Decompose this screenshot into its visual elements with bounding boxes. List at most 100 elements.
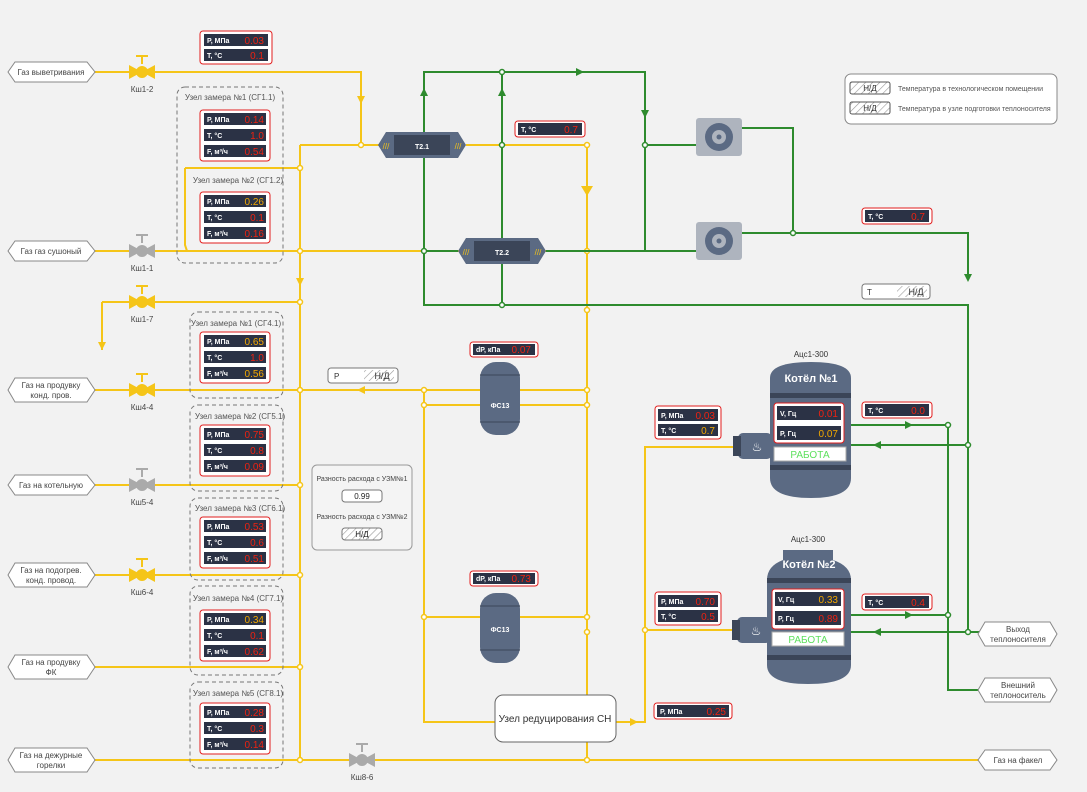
water-arrows [420, 68, 972, 636]
param-label: T, °C [207, 447, 222, 455]
param-label: F, м³/ч [207, 464, 228, 471]
reducer-label: Узел редуцирования СН [499, 714, 612, 725]
param-value: 0.1 [250, 51, 264, 62]
valve-label: Кш6-4 [131, 588, 154, 597]
group-sg81[interactable]: Узел замера №5 (СГ8.1) P, МПа 0.28 T, °C… [193, 689, 284, 755]
param-label: F, м³/ч [207, 742, 228, 749]
param-value: 0.33 [819, 595, 839, 606]
source-label: Газ выветривания [18, 68, 85, 77]
group-title: Узел замера №3 (СГ6.1) [195, 504, 286, 513]
filter-2[interactable]: dP, кПа 0.73 ФС13 [469, 570, 539, 663]
param-label: P, Гц [778, 616, 795, 623]
param-label: F, м³/ч [207, 231, 228, 238]
boiler-2-inlet[interactable]: P, МПа 0.70 T, °C 0.5 [654, 591, 722, 626]
temp-pumps[interactable]: T, °C 0.7 [861, 207, 933, 225]
param-value: 0.01 [819, 409, 839, 420]
valve-label: Кш1-2 [131, 85, 154, 94]
valve-ksh6-4[interactable]: Кш6-4 [129, 558, 155, 597]
group-sg71[interactable]: Узел замера №4 (СГ7.1) P, МПа 0.34 T, °C… [193, 594, 284, 662]
param-label: T, °C [868, 599, 883, 607]
group-title: Узел замера №1 (СГ1.1) [185, 93, 276, 102]
exchanger-label: T2.1 [415, 144, 429, 151]
svg-text:///: /// [383, 142, 390, 151]
boiler-model: Ацс1-300 [791, 535, 826, 544]
boiler-1[interactable]: Ацс1-300 Котёл №1 V, Гц 0.01 P, Гц 0.07 … [733, 350, 851, 498]
param-value: 0.14 [245, 115, 265, 126]
group-sg11[interactable]: Узел замера №1 (СГ1.1) P, МПа 0.14 T, °C… [185, 93, 276, 162]
source-gaz-vyvetrivaniya[interactable]: Газ выветривания [7, 61, 96, 83]
legend-nd: Н/Д [863, 84, 877, 93]
param-value: 0.54 [245, 147, 265, 158]
pressure-nd-indicator[interactable]: P Н/Д [327, 367, 399, 384]
valve-ksh1-7[interactable]: Кш1-7 [129, 285, 155, 324]
reducer-pressure[interactable]: P, МПа 0.25 [653, 702, 733, 720]
param-label: F, м³/ч [207, 149, 228, 156]
param-label: T, °C [207, 632, 222, 640]
param-value: 0.0 [911, 406, 925, 417]
param-label: T, °C [521, 126, 536, 134]
source-label: Газ газ сушоный [21, 247, 82, 256]
param-label: P, МПа [207, 117, 230, 124]
valve-label: Кш5-4 [131, 498, 154, 507]
boiler-model: Ацс1-300 [794, 350, 829, 359]
pump-2[interactable] [696, 222, 742, 260]
dest-vneshniy-teplonositel[interactable]: Внешний теплоноситель [977, 677, 1058, 703]
source-label: Газ на продувку [22, 381, 81, 390]
group-sg12[interactable]: Узел замера №2 (СГ1.2) P, МПа 0.26 T, °C… [193, 176, 284, 244]
valve-label: Кш8-6 [351, 773, 374, 782]
water-junctions [420, 68, 972, 636]
param-label: F, м³/ч [207, 649, 228, 656]
filter-1[interactable]: dP, кПа 0.07 ФС13 [469, 341, 539, 435]
valve-ksh4-4[interactable]: Кш4-4 [129, 373, 155, 412]
source-produvka-kond[interactable]: Газ на продувку конд. пров. [7, 377, 96, 403]
source-dezhurnye[interactable]: Газ на дежурные горелки [7, 747, 96, 773]
source-produvka-fk[interactable]: Газ на продувку ФК [7, 654, 96, 680]
temp-t21[interactable]: T, °C 0.7 [514, 120, 586, 138]
sensor-top[interactable]: P, МПа 0.03 T, °C 0.1 [199, 30, 273, 65]
heat-exchanger-t22[interactable]: T2.2 /// /// [458, 238, 546, 264]
valve-label: Кш1-1 [131, 264, 154, 273]
param-label: P, МПа [207, 339, 230, 346]
dest-vyhod-teplonositelya[interactable]: Выход теплоносителя [977, 621, 1058, 647]
boiler-1-outlet-temp[interactable]: T, °C 0.0 [861, 401, 933, 419]
boiler-1-inlet[interactable]: P, МПа 0.03 T, °C 0.7 [654, 405, 722, 440]
dest-fakel[interactable]: Газ на факел [977, 749, 1058, 771]
group-sg51[interactable]: Узел замера №2 (СГ5.1) P, МПа 0.75 T, °C… [195, 412, 286, 477]
heat-exchanger-t21[interactable]: T2.1 /// /// [378, 132, 466, 158]
svg-text:///: /// [535, 248, 542, 257]
valve-ksh5-4[interactable]: Кш5-4 [129, 468, 155, 507]
reducer-node[interactable]: Узел редуцирования СН [494, 694, 617, 743]
group-title: Узел замера №5 (СГ8.1) [193, 689, 284, 698]
diff-label-1: Разность расхода с УЗМ№1 [316, 476, 407, 483]
svg-text:///: /// [455, 142, 462, 151]
valve-ksh1-2[interactable]: Кш1-2 [129, 55, 155, 94]
group-sg41[interactable]: Узел замера №1 (СГ4.1) P, МПа 0.65 T, °C… [191, 319, 282, 384]
source-kotelnaya[interactable]: Газ на котельную [7, 474, 96, 496]
boiler-2[interactable]: Ацс1-300 Котёл №2 V, Гц 0.33 P, Гц 0.89 … [732, 535, 851, 684]
param-value: 0.89 [819, 614, 839, 625]
flow-difference-panel: Разность расхода с УЗМ№1 0.99 Разность р… [311, 464, 413, 551]
param-label: V, Гц [780, 411, 797, 418]
boiler-2-outlet-temp[interactable]: T, °C 0.4 [861, 593, 933, 611]
pump-1[interactable] [696, 118, 742, 156]
temp-nd-indicator[interactable]: T Н/Д [861, 283, 931, 300]
param-label: T, °C [207, 52, 222, 60]
param-label: T, °C [207, 214, 222, 222]
group-sg61[interactable]: Узел замера №3 (СГ6.1) P, МПа 0.53 T, °C… [195, 504, 286, 569]
param-label: T, °C [661, 613, 676, 621]
diff-value-1: 0.99 [354, 492, 370, 501]
source-podogrev[interactable]: Газ на подогрев. конд. провод. [7, 562, 96, 588]
source-gaz-sushonyy[interactable]: Газ газ сушоный [7, 240, 96, 262]
param-label: F, м³/ч [207, 556, 228, 563]
valve-ksh8-6[interactable]: Кш8-6 [349, 743, 375, 782]
valve-ksh1-1[interactable]: Кш1-1 [129, 234, 155, 273]
boiler-name: Котёл №2 [782, 559, 835, 571]
param-label: T, °C [207, 354, 222, 362]
param-value: 0.07 [512, 345, 532, 356]
param-label: P, МПа [207, 38, 230, 45]
param-label: T [867, 288, 872, 297]
dest-label: теплоноситель [990, 691, 1046, 700]
param-label: dP, кПа [476, 576, 500, 583]
